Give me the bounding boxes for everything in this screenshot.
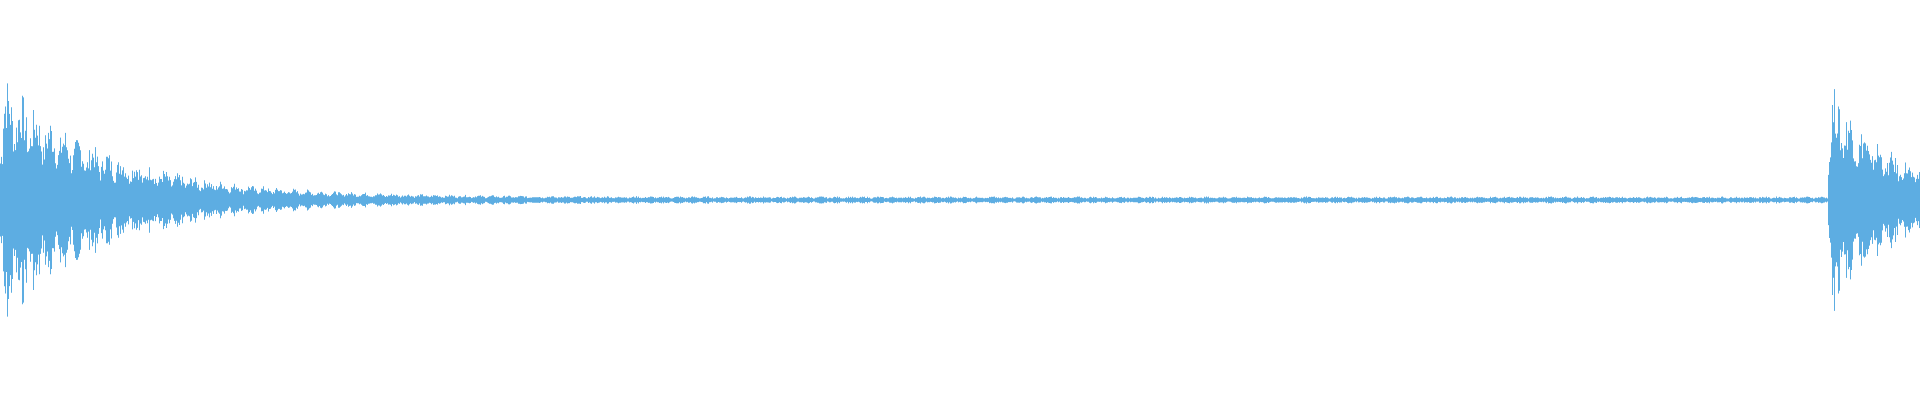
waveform-segment-1 <box>0 83 1828 317</box>
waveform-segment-2 <box>1828 89 1920 311</box>
waveform-bars <box>0 83 1920 317</box>
